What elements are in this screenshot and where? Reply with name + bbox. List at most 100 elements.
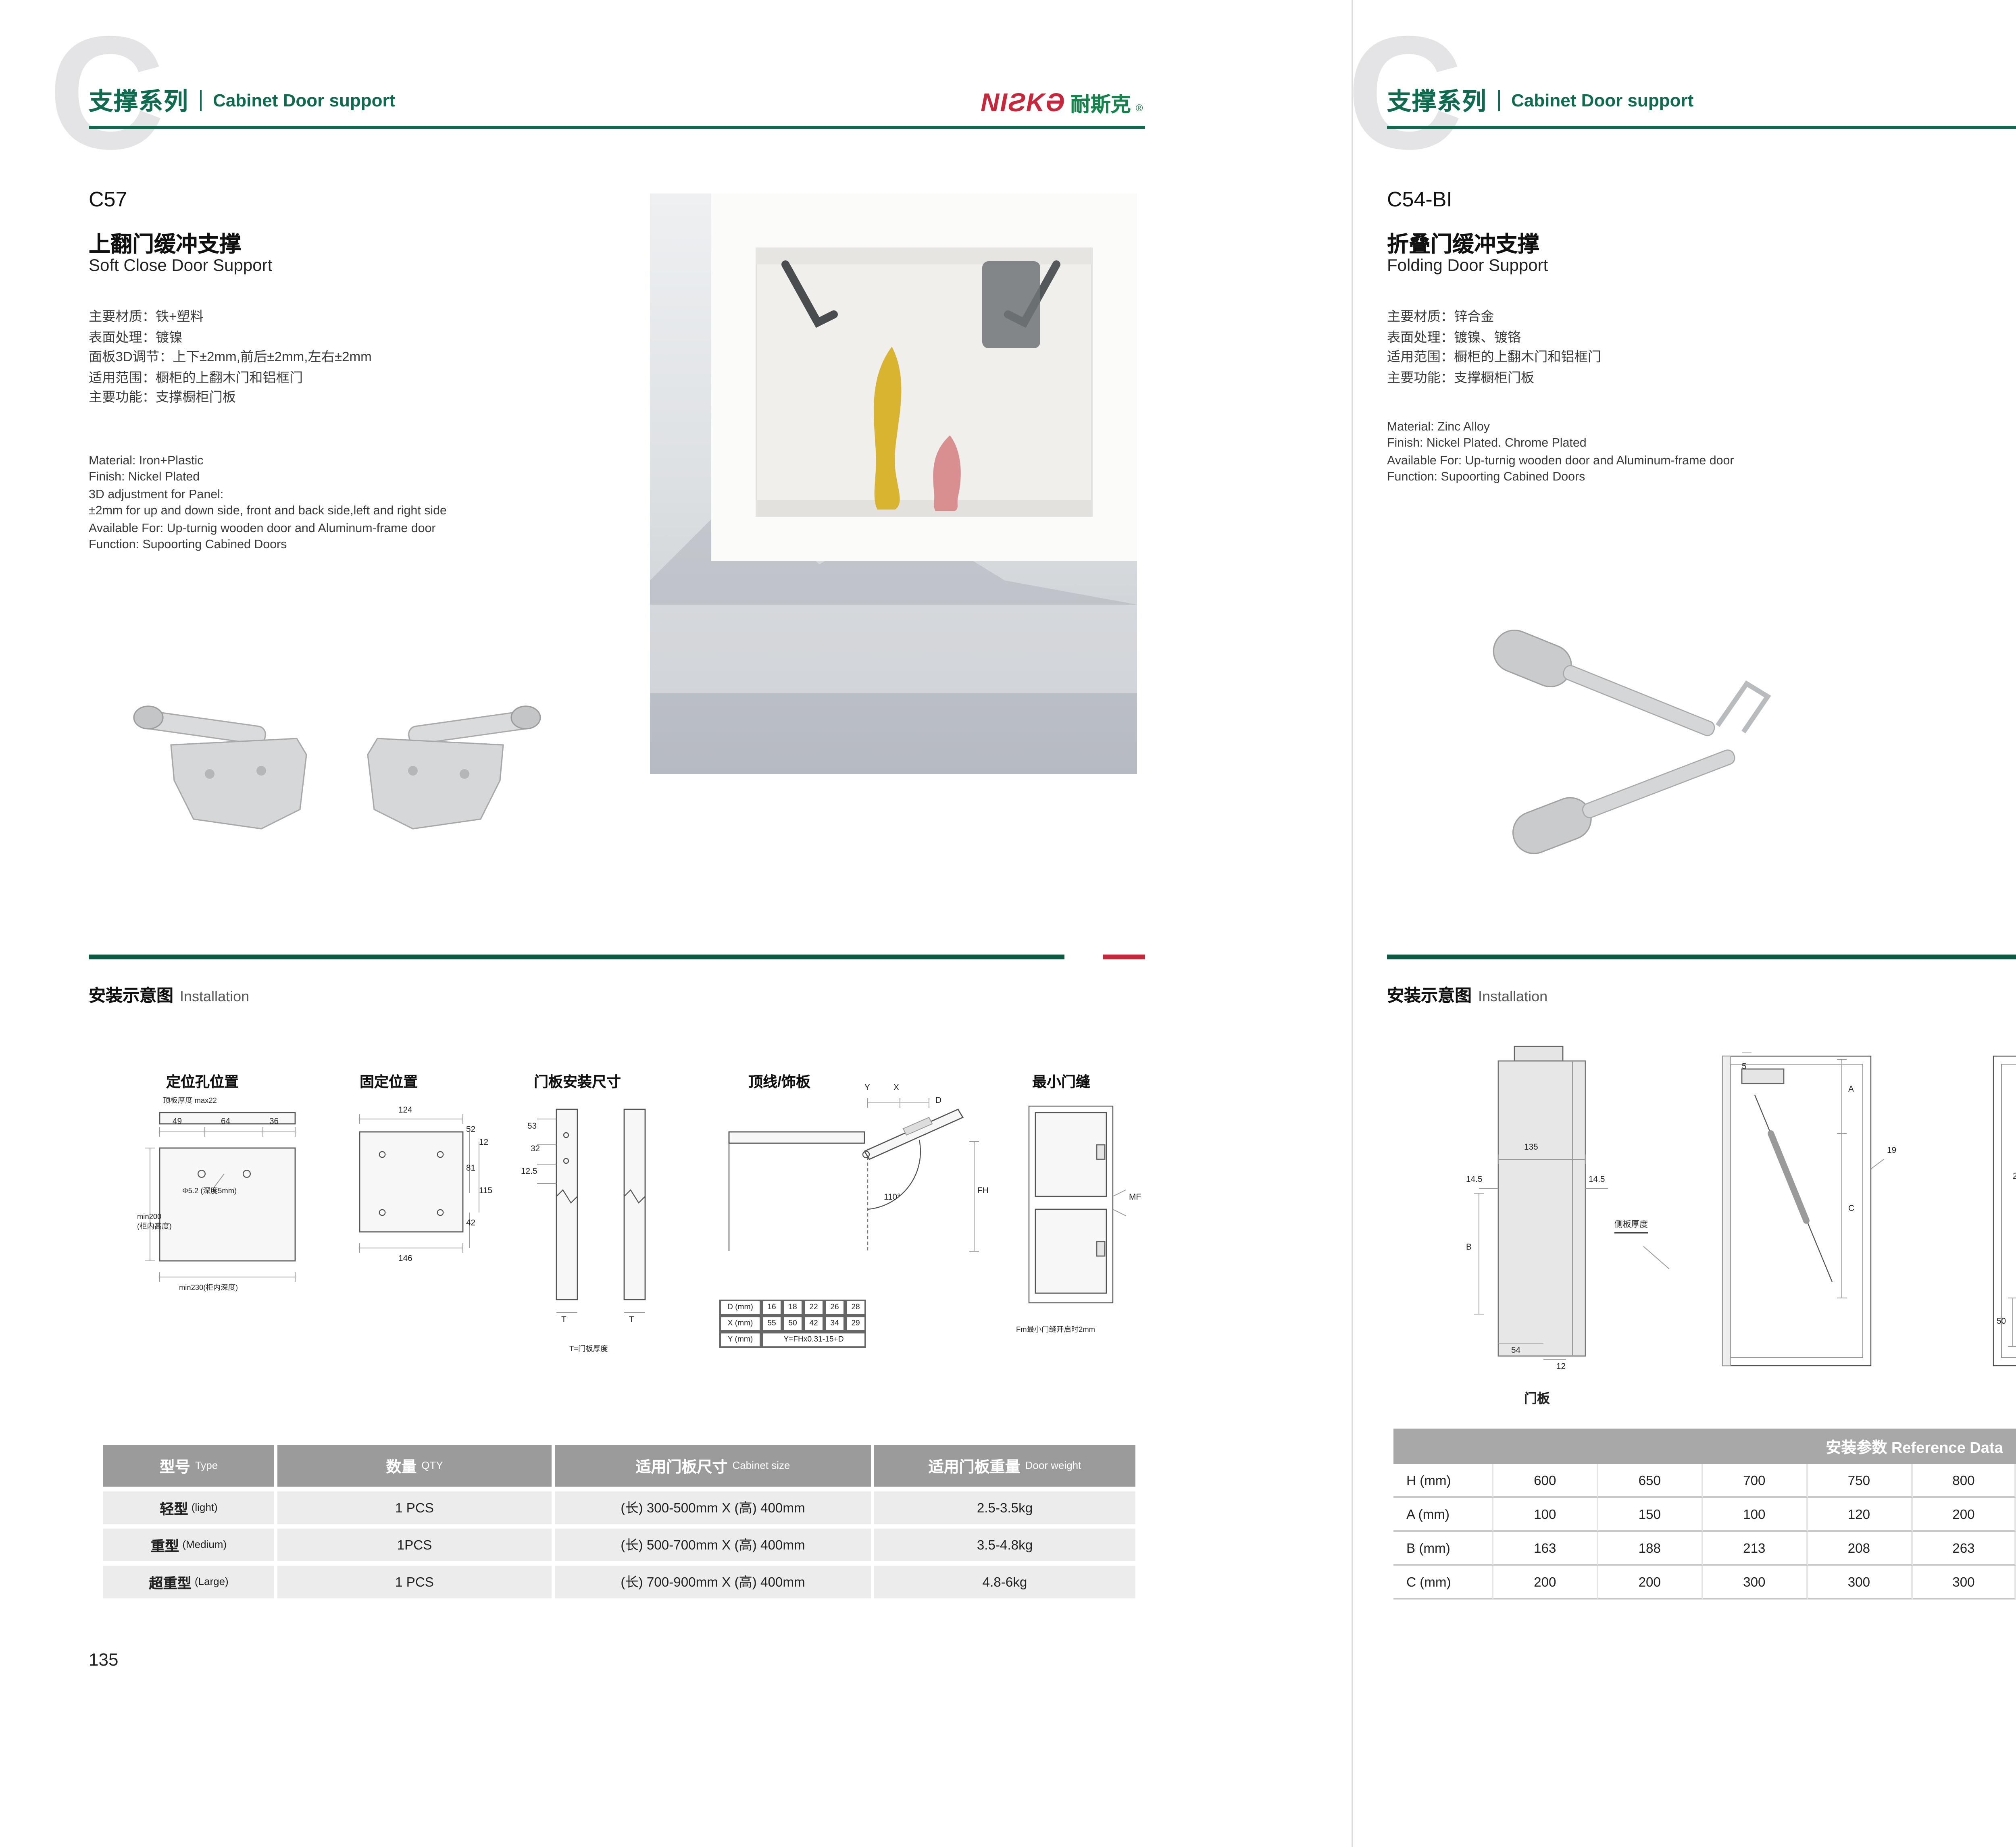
installation-heading-en: Installation (180, 988, 250, 1005)
table-cell: 600 (1493, 1464, 1598, 1498)
spec-line: 主要材质：锌合金 (1387, 308, 1494, 324)
table-cell: 28 (845, 1300, 866, 1316)
dim-label: FH (977, 1187, 989, 1196)
table-header-type: 型号 Type (103, 1445, 274, 1487)
row-label: A (mm) (1393, 1498, 1493, 1532)
table-cell: 26 (824, 1300, 845, 1316)
folding-arm (1493, 629, 1715, 736)
drawing-fixed-position: 固定位置 124 52 12 81 115 42 146 (331, 1071, 492, 1401)
dim-label: Y (864, 1084, 870, 1093)
spec-line: 适用范围：橱柜的上翻木门和铝框门 (89, 368, 303, 385)
spec-line: 表面处理：镀镍 (89, 328, 183, 344)
dim-label: 12.5 (521, 1167, 537, 1177)
drawing-door-mounting-size: 门板安装尺寸 53 32 12.5 T T T=门板厚度 (521, 1071, 685, 1401)
door-support-hardware-illustration (133, 705, 541, 830)
table-cell: 42 (803, 1316, 824, 1332)
table-cell: 55 (761, 1316, 782, 1332)
dim-label: 146 (398, 1254, 412, 1264)
table-cell: X (mm) (719, 1316, 761, 1332)
dim-label: 14.5 (1589, 1175, 1605, 1185)
table-cell: 150 (1598, 1498, 1703, 1532)
page-number: 135 (89, 1651, 119, 1670)
drawing-title: 定位孔位置 (166, 1074, 239, 1090)
dim-label: D (935, 1096, 941, 1106)
series-title-cn: 支撑系列 (1387, 89, 1487, 116)
section-divider (1387, 955, 2016, 959)
header-rule (89, 126, 1145, 129)
header-cn: 数量 (386, 1459, 417, 1477)
dim-label: A (1848, 1085, 1854, 1095)
cell-cn: 轻型 (160, 1500, 188, 1516)
table-cell: 263 (1912, 1532, 2016, 1566)
door-panel-diagram (1474, 1046, 1670, 1360)
drawing-title: 固定位置 (360, 1074, 418, 1090)
row-label: H (mm) (1393, 1464, 1493, 1498)
dim-label: 50 (1997, 1317, 2006, 1327)
table-cell: 650 (1598, 1464, 1703, 1498)
spec-line: 主要材质：铁+塑料 (89, 308, 204, 324)
drawing-section-h: 193 102 23 50 H (1974, 1040, 2016, 1403)
dim-label: C (1848, 1204, 1854, 1214)
table-cell: 163 (1493, 1532, 1598, 1566)
dim-label: 115 (479, 1187, 493, 1196)
reference-table-header: 安装参数 Reference Data (1393, 1429, 2016, 1464)
header-cn: 型号 (159, 1459, 190, 1477)
page-135: C 支撑系列 Cabinet Door support NIƧKƏ 耐斯克 ® … (48, 3, 1145, 1670)
series-watermark: C (48, 3, 165, 184)
brand-logo-wordmark: NIƧKƏ (981, 90, 1066, 118)
dim-label: X (893, 1084, 899, 1093)
dim-label: min230(柜内深度) (179, 1283, 238, 1292)
table-cell: 200 (1493, 1566, 1598, 1599)
dim-label: Fm最小门缝开启时2mm (1016, 1325, 1095, 1333)
cell-en: (light) (191, 1502, 218, 1513)
table-cell: 213 (1703, 1532, 1808, 1566)
spec-line: Finish: Nickel Plated. Chrome Plated (1387, 436, 1587, 451)
table-cell-qty: 1PCS (277, 1529, 552, 1561)
dim-label: 64 (221, 1117, 231, 1127)
trim-data-table: D (mm) 16 18 22 26 28 X (mm) 55 50 42 34… (719, 1300, 866, 1348)
row-label: B (mm) (1393, 1532, 1493, 1566)
specs-en: Material: Zinc Alloy Finish: Nickel Plat… (1387, 419, 1734, 487)
table-cell-size: (长) 700-900mm X (高) 400mm (555, 1566, 871, 1598)
table-cell-size: (长) 300-500mm X (高) 400mm (555, 1491, 871, 1524)
reference-table: H (mm) 600 650 700 750 800 850 900 950 1… (1393, 1464, 2016, 1599)
dim-label: B (1466, 1243, 1472, 1253)
table-cell: 188 (1598, 1532, 1703, 1566)
page-gutter-divider (1352, 0, 1353, 1847)
dim-label: T (629, 1316, 634, 1325)
drawing-title: 最小门缝 (1032, 1074, 1091, 1090)
spec-line: 面板3D调节：上下±2mm,前后±2mm,左右±2mm (89, 348, 372, 364)
product-title-cn: 上翻门缓冲支撑 (89, 232, 241, 256)
table-cell-type: 轻型(light) (103, 1491, 274, 1524)
table-cell: 700 (1703, 1464, 1808, 1498)
section-divider (89, 955, 1064, 959)
dim-label: MF (1129, 1193, 1141, 1203)
header-en: Type (195, 1460, 218, 1471)
dim-label: 19 (1887, 1146, 1897, 1156)
table-cell-weight: 4.8-6kg (874, 1566, 1135, 1598)
drawing-title: 顶线/饰板 (748, 1074, 811, 1090)
product-title-en: Folding Door Support (1387, 256, 1548, 276)
header-en: QTY (421, 1460, 443, 1471)
table-cell: 200 (1598, 1566, 1703, 1599)
dim-label: (柜内高度) (137, 1222, 172, 1230)
header-rule (1387, 126, 2016, 129)
header-en: Door weight (1025, 1460, 1081, 1471)
drawing-title: 门板安装尺寸 (534, 1074, 621, 1090)
table-cell-qty: 1 PCS (277, 1491, 552, 1524)
brand-logo: NIƧKƏ 耐斯克 ® (981, 87, 1143, 119)
fixed-position-diagram (359, 1114, 479, 1253)
drawing-section-ac: 5 A C 19 (1700, 1040, 1918, 1403)
table-cell-type: 重型(Medium) (103, 1529, 274, 1561)
dim-label: 36 (269, 1117, 279, 1127)
spec-line: ±2mm for up and down side, front and bac… (89, 503, 447, 518)
spec-line: Available For: Up-turnig wooden door and… (89, 520, 436, 535)
product-model: C54-BI (1387, 187, 1452, 211)
series-header: 支撑系列 Cabinet Door support (89, 84, 395, 118)
dim-label: 14.5 (1466, 1175, 1483, 1185)
dim-label: 顶板厚度 max22 (163, 1096, 217, 1104)
